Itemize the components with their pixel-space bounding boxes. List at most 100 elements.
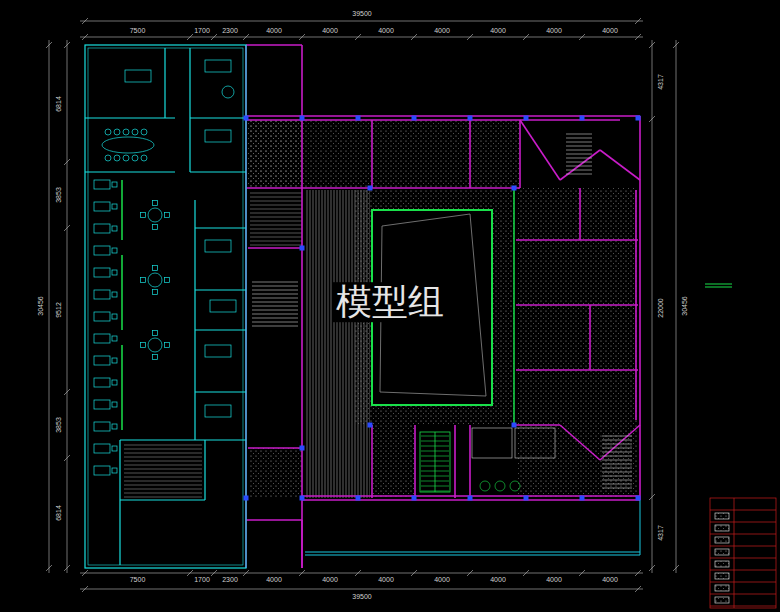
desk bbox=[205, 405, 231, 417]
column bbox=[412, 116, 417, 121]
dimension-text: 6814 bbox=[55, 504, 63, 522]
chair bbox=[132, 155, 138, 161]
column bbox=[636, 496, 641, 501]
round-table bbox=[148, 273, 162, 287]
workstation bbox=[94, 224, 110, 233]
hatch-areas bbox=[248, 120, 638, 498]
chair bbox=[141, 129, 147, 135]
column bbox=[412, 496, 417, 501]
dimension-text: 4000 bbox=[321, 27, 339, 35]
workstation bbox=[94, 422, 110, 431]
dimension-text: 3853 bbox=[55, 416, 63, 434]
dimension-text: 7500 bbox=[129, 27, 147, 35]
column bbox=[636, 116, 641, 121]
dimension-text: 4000 bbox=[433, 27, 451, 35]
chair bbox=[112, 424, 117, 429]
chair bbox=[141, 278, 146, 283]
dimension-text: 2300 bbox=[221, 27, 239, 35]
workstation bbox=[94, 290, 110, 299]
column bbox=[368, 186, 373, 191]
chair bbox=[114, 129, 120, 135]
dimension-text: 3853 bbox=[55, 186, 63, 204]
chair bbox=[112, 182, 117, 187]
table bbox=[222, 86, 234, 98]
desk bbox=[205, 240, 231, 252]
column bbox=[300, 446, 305, 451]
dimension-text: 4000 bbox=[489, 576, 507, 584]
chair bbox=[112, 468, 117, 473]
chair bbox=[153, 355, 158, 360]
dimension-text: 4000 bbox=[321, 576, 339, 584]
round-table bbox=[148, 338, 162, 352]
column bbox=[512, 186, 517, 191]
column bbox=[356, 496, 361, 501]
chair bbox=[114, 155, 120, 161]
column bbox=[580, 116, 585, 121]
workstation bbox=[94, 268, 110, 277]
chair bbox=[132, 129, 138, 135]
chair bbox=[112, 446, 117, 451]
chair bbox=[153, 225, 158, 230]
column bbox=[300, 246, 305, 251]
furniture bbox=[94, 60, 236, 475]
chair bbox=[112, 380, 117, 385]
column bbox=[580, 496, 585, 501]
chair bbox=[153, 331, 158, 336]
stair bbox=[124, 444, 202, 498]
chair bbox=[112, 336, 117, 341]
chair bbox=[153, 290, 158, 295]
stair bbox=[420, 432, 450, 492]
dimension-text: 4000 bbox=[489, 27, 507, 35]
dimension-lines bbox=[46, 18, 679, 592]
chair bbox=[112, 226, 117, 231]
chair bbox=[105, 129, 111, 135]
workstation bbox=[94, 356, 110, 365]
workstation bbox=[94, 400, 110, 409]
dimension-text: 2300 bbox=[221, 576, 239, 584]
chair bbox=[165, 343, 170, 348]
chair bbox=[105, 155, 111, 161]
dimension-text: 30456 bbox=[681, 295, 689, 316]
dimension-text: 4000 bbox=[545, 27, 563, 35]
desk bbox=[125, 70, 151, 82]
column bbox=[244, 496, 249, 501]
dimension-text: 6814 bbox=[55, 95, 63, 113]
chair bbox=[165, 278, 170, 283]
toilets bbox=[472, 428, 555, 491]
workstation bbox=[94, 334, 110, 343]
dimension-text: 22000 bbox=[657, 297, 665, 318]
dimension-text: 1700 bbox=[193, 576, 211, 584]
columns bbox=[244, 116, 641, 501]
chair bbox=[112, 292, 117, 297]
desk bbox=[205, 60, 231, 72]
column bbox=[524, 496, 529, 501]
mark bbox=[705, 284, 732, 287]
round-table bbox=[148, 208, 162, 222]
chair bbox=[153, 266, 158, 271]
dimension-text: 30456 bbox=[37, 295, 45, 316]
workstation bbox=[94, 180, 110, 189]
dimension-text: 7500 bbox=[129, 576, 147, 584]
dimension-text: 4000 bbox=[377, 576, 395, 584]
walls bbox=[246, 45, 640, 568]
office-block bbox=[85, 45, 246, 568]
workstation bbox=[94, 444, 110, 453]
chair bbox=[112, 248, 117, 253]
dimension-text: 4000 bbox=[545, 576, 563, 584]
column bbox=[468, 496, 473, 501]
dimension-text: 1700 bbox=[193, 27, 211, 35]
column bbox=[356, 116, 361, 121]
dimension-text: 4317 bbox=[657, 524, 665, 542]
watermark: 模型组 bbox=[332, 282, 448, 322]
chair bbox=[123, 129, 129, 135]
partition bbox=[121, 180, 123, 430]
desk bbox=[205, 130, 231, 142]
dimension-text: 39500 bbox=[351, 593, 372, 601]
dimension-text: 4000 bbox=[265, 576, 283, 584]
dimension-text: 4000 bbox=[601, 27, 619, 35]
chair bbox=[112, 402, 117, 407]
chair bbox=[112, 314, 117, 319]
stair bbox=[252, 134, 632, 491]
legend-table bbox=[710, 498, 776, 608]
